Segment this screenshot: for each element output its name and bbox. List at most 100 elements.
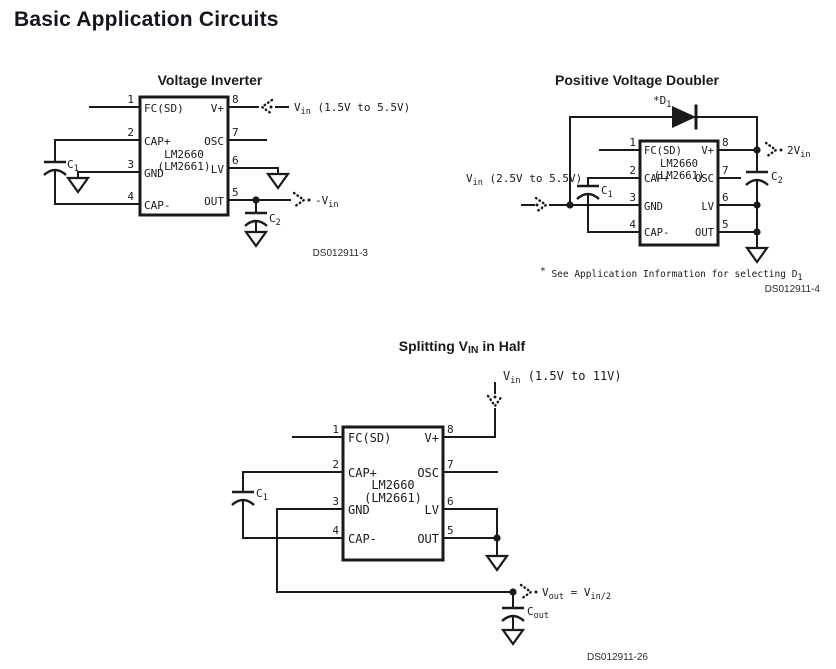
- capacitor-c2-icon: [745, 170, 769, 186]
- ic-chip-body: [638, 139, 720, 247]
- junction-dot: [753, 146, 761, 154]
- pin-7-number: 7: [722, 164, 729, 177]
- voltage-doubler-diagram: Positive Voltage Doubler 1 2 3: [466, 72, 820, 295]
- pin-fcsd-label: FC(SD): [644, 145, 682, 157]
- pin-2-number: 2: [629, 164, 636, 177]
- pin-4-number: 4: [127, 190, 134, 203]
- diode-d1-icon: [672, 104, 698, 130]
- c2-label: C2: [771, 170, 783, 186]
- ic-chip-labels: 1 2 3 4 8 7 6 5 FC(SD) CAP+ GND CAP- V+ …: [127, 93, 238, 212]
- pin-fcsd-label: FC(SD): [144, 102, 184, 115]
- ds-code: DS012911-26: [587, 652, 648, 663]
- capacitor-cout-icon: [501, 606, 525, 622]
- capacitor-c2-icon: [244, 211, 268, 227]
- chip-name-line2: (LM2661): [158, 160, 211, 173]
- pin-4-number: 4: [332, 524, 339, 537]
- junction-dot: [252, 196, 260, 204]
- ground-icon: [484, 554, 510, 572]
- chip-name-line2: (LM2661): [364, 491, 422, 505]
- ic-chip-body: [138, 95, 230, 217]
- junction-dot: [753, 201, 761, 209]
- ds-code: DS012911-4: [765, 284, 821, 295]
- pin-2-number: 2: [127, 126, 134, 139]
- pin-4-number: 4: [629, 218, 636, 231]
- pin-out-label: OUT: [695, 227, 715, 239]
- capacitor-c1-icon: [43, 160, 67, 176]
- pin-3-number: 3: [332, 495, 339, 508]
- ground-icon: [744, 246, 770, 264]
- pin-lv-label: LV: [211, 163, 225, 176]
- chip-name-line1: LM2660: [164, 148, 204, 161]
- chip-name-line2: (LM2661): [654, 170, 705, 182]
- pin-lv-label: LV: [425, 503, 439, 517]
- pin-vplus-label: V+: [701, 145, 714, 157]
- wires: [521, 116, 758, 249]
- vin-label: Vin (2.5V to 5.5V): [466, 172, 582, 188]
- c2-label: C2: [269, 212, 281, 228]
- neg-vin-label: -Vin: [315, 194, 339, 210]
- vin-connector-icon: [534, 196, 549, 214]
- pin-3-number: 3: [127, 158, 134, 171]
- vin-label: Vin (1.5V to 5.5V): [294, 101, 410, 117]
- pin-vplus-label: V+: [425, 431, 439, 445]
- neg-vin-connector-icon: [292, 191, 311, 209]
- circuit-title: Splitting VIN in Half: [399, 338, 526, 356]
- pin-cap-plus-label: CAP+: [144, 135, 171, 148]
- pin-6-number: 6: [722, 191, 729, 204]
- pin-1-number: 1: [127, 93, 134, 106]
- junction-dot: [753, 228, 761, 236]
- ic-chip-body: [341, 425, 445, 562]
- pin-6-number: 6: [447, 495, 454, 508]
- pin-fcsd-label: FC(SD): [348, 431, 391, 445]
- voltage-inverter-diagram: Voltage Inverter 1 2 3 4 8: [43, 72, 410, 259]
- pin-5-number: 5: [447, 524, 454, 537]
- pin-8-number: 8: [232, 93, 239, 106]
- pin-6-number: 6: [232, 154, 239, 167]
- pin-cap-plus-label: CAP+: [348, 466, 377, 480]
- junction-dot: [566, 201, 574, 209]
- ground-icon: [500, 628, 526, 646]
- junction-dot: [509, 588, 517, 596]
- pin-1-number: 1: [332, 423, 339, 436]
- footnote: * See Application Information for select…: [540, 266, 803, 283]
- chip-name-line1: LM2660: [660, 158, 698, 170]
- vout-label: Vout = Vin/2: [542, 586, 611, 602]
- vin-connector-icon: [486, 394, 504, 409]
- ds-code: DS012911-3: [313, 248, 369, 259]
- pin-lv-label: LV: [701, 201, 714, 213]
- vin-label: Vin (1.5V to 11V): [503, 369, 622, 386]
- pin-osc-label: OSC: [695, 173, 714, 185]
- pin-osc-label: OSC: [417, 466, 439, 480]
- pin-cap-minus-label: CAP-: [144, 199, 171, 212]
- ic-chip-labels: 1 2 3 4 8 7 6 5 FC(SD) CAP+ GND CAP- V+ …: [332, 423, 453, 546]
- capacitor-c1-icon: [576, 184, 600, 200]
- pin-8-number: 8: [722, 136, 729, 149]
- pin-2-number: 2: [332, 458, 339, 471]
- pin-gnd-label: GND: [348, 503, 370, 517]
- vout-connector-icon: [519, 583, 538, 601]
- pin-5-number: 5: [232, 186, 239, 199]
- pin-cap-minus-label: CAP-: [348, 532, 377, 546]
- pin-cap-plus-label: CAP+: [644, 173, 669, 185]
- c1-label: C1: [256, 487, 268, 503]
- pin-gnd-label: GND: [144, 167, 164, 180]
- page-title: Basic Application Circuits: [14, 8, 279, 31]
- pin-osc-label: OSC: [204, 135, 224, 148]
- pin-8-number: 8: [447, 423, 454, 436]
- ground-icon: [243, 230, 269, 248]
- vin-splitter-diagram: Splitting VIN in Half Vin (1.5V to 11V): [231, 338, 648, 663]
- chip-name-line1: LM2660: [371, 478, 414, 492]
- circuit-title: Positive Voltage Doubler: [555, 72, 719, 88]
- pin-vplus-label: V+: [211, 102, 225, 115]
- vin-connector-icon: [259, 98, 274, 116]
- pin-7-number: 7: [447, 458, 454, 471]
- pin-5-number: 5: [722, 218, 729, 231]
- pin-7-number: 7: [232, 126, 239, 139]
- c1-label: C1: [601, 184, 613, 200]
- c1-label: C1: [67, 158, 79, 174]
- ic-chip-labels: 1 2 3 4 8 7 6 5 FC(SD) CAP+ GND CAP- V+ …: [629, 136, 728, 239]
- pin-cap-minus-label: CAP-: [644, 227, 669, 239]
- wires: [242, 382, 514, 631]
